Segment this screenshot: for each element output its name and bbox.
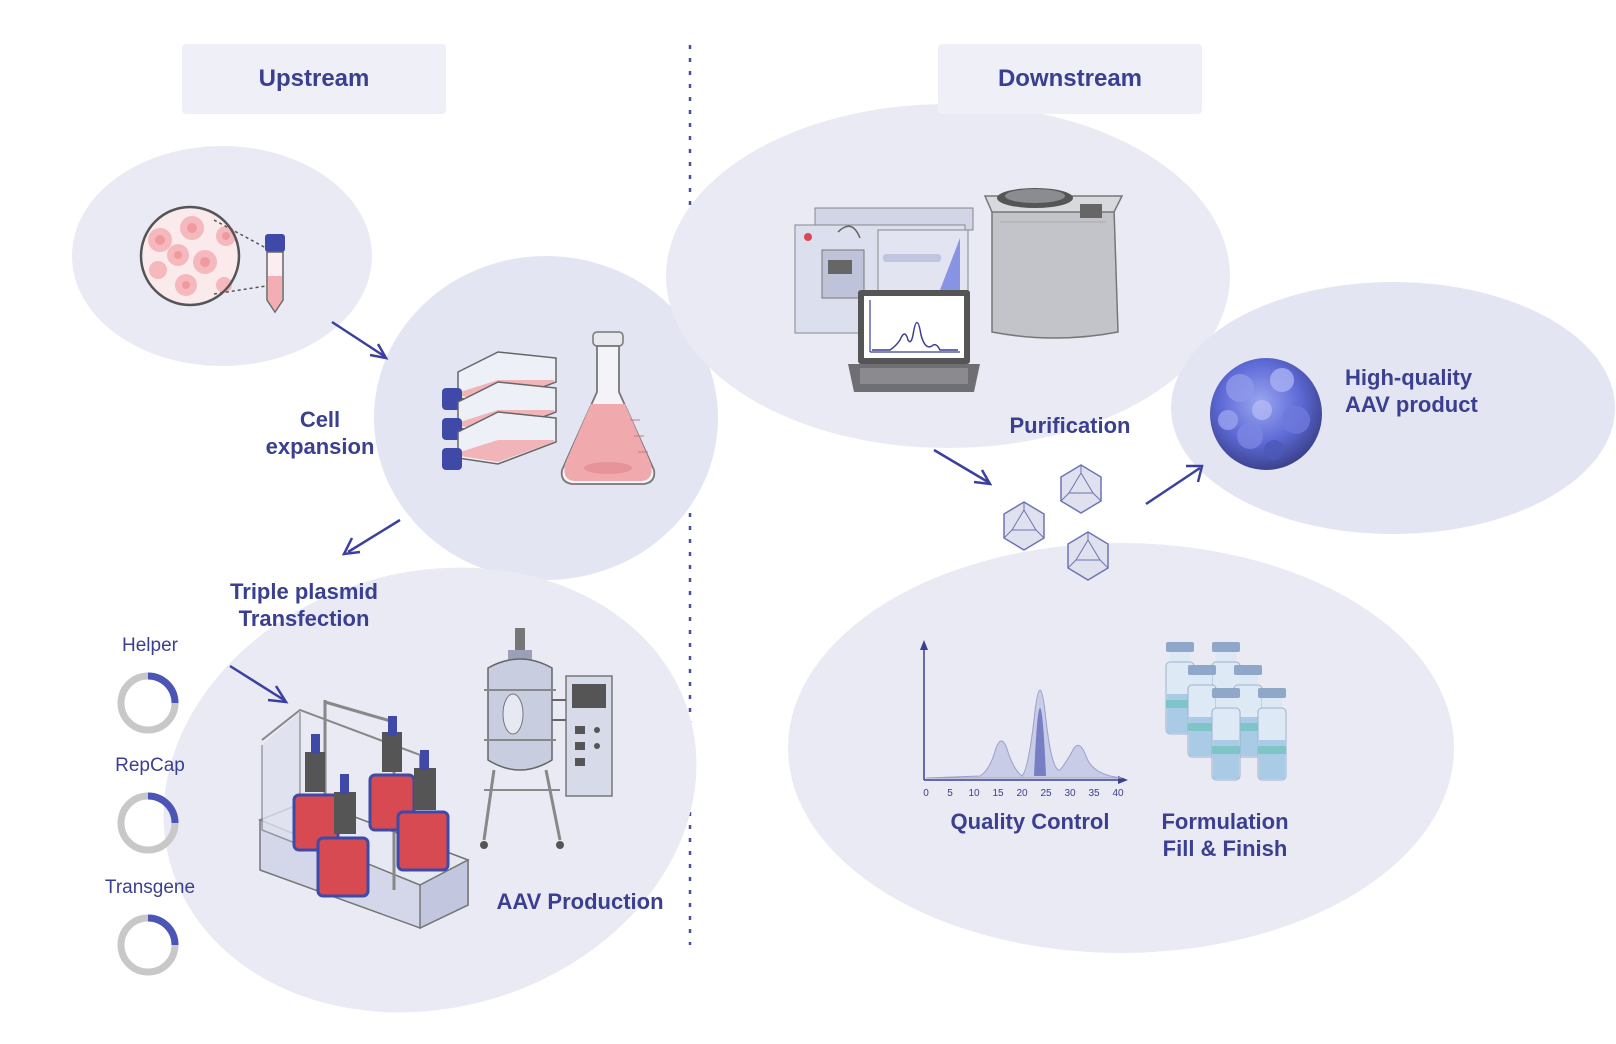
qc-tick: 5 [947, 788, 953, 799]
cell-expansion-line: expansion [265, 434, 375, 459]
cell-expansion-line: Cell [299, 407, 341, 432]
quality-control-label: Quality Control [950, 809, 1110, 834]
qc-tick: 15 [992, 788, 1004, 799]
qc-tick: 10 [968, 788, 980, 799]
bubble-qc [788, 543, 1454, 953]
arrow-icon [229, 320, 1204, 704]
erlenmeyer-flask-icon [560, 331, 656, 485]
bioreactor-icon [480, 628, 613, 849]
qc-chart-icon [920, 640, 1128, 784]
qc-tick: 25 [1040, 788, 1052, 799]
culture-flasks-icon [442, 351, 557, 470]
centrifuge-icon [983, 188, 1124, 339]
high-quality-line: High-quality [1345, 365, 1473, 390]
bubble-product [1171, 282, 1615, 534]
cell-expansion-label: Cell expansion [250, 406, 390, 460]
bioreactor-array-icon [257, 700, 470, 930]
aav-cluster-icon [1210, 358, 1322, 470]
transfection-line: Triple plasmid [230, 579, 378, 604]
qc-tick: 0 [923, 788, 929, 799]
qc-tick: 35 [1088, 788, 1100, 799]
aav-production-label: AAV Production [496, 889, 664, 914]
cells-icon [139, 205, 241, 307]
plasmid-transgene-label: Transgene [104, 877, 196, 898]
purification-label: Purification [1009, 413, 1131, 438]
high-quality-line: AAV product [1345, 392, 1478, 417]
qc-tick: 40 [1112, 788, 1124, 799]
transfection-label: Triple plasmid Transfection [212, 578, 396, 632]
tube-icon [213, 219, 285, 314]
qc-tick: 20 [1016, 788, 1028, 799]
formulation-line: Fill & Finish [1162, 836, 1288, 861]
formulation-label: Formulation Fill & Finish [1150, 808, 1300, 862]
aav-capsid-icon [1003, 464, 1109, 581]
plasmid-ring-icon [117, 672, 179, 976]
vials-icon [1165, 642, 1287, 781]
laptop-chart-icon [848, 290, 980, 392]
qc-tick: 30 [1064, 788, 1076, 799]
transfection-line: Transfection [238, 606, 370, 631]
qc-axis-ticks: 0 5 10 15 20 25 30 35 40 [923, 788, 1124, 799]
plasmid-helper-label: Helper [122, 635, 178, 656]
formulation-line: Formulation [1161, 809, 1289, 834]
downstream-header: Downstream [938, 44, 1202, 114]
upstream-header: Upstream [182, 44, 446, 114]
plasmid-repcap-label: RepCap [115, 755, 185, 776]
high-quality-label: High-quality AAV product [1345, 364, 1495, 418]
